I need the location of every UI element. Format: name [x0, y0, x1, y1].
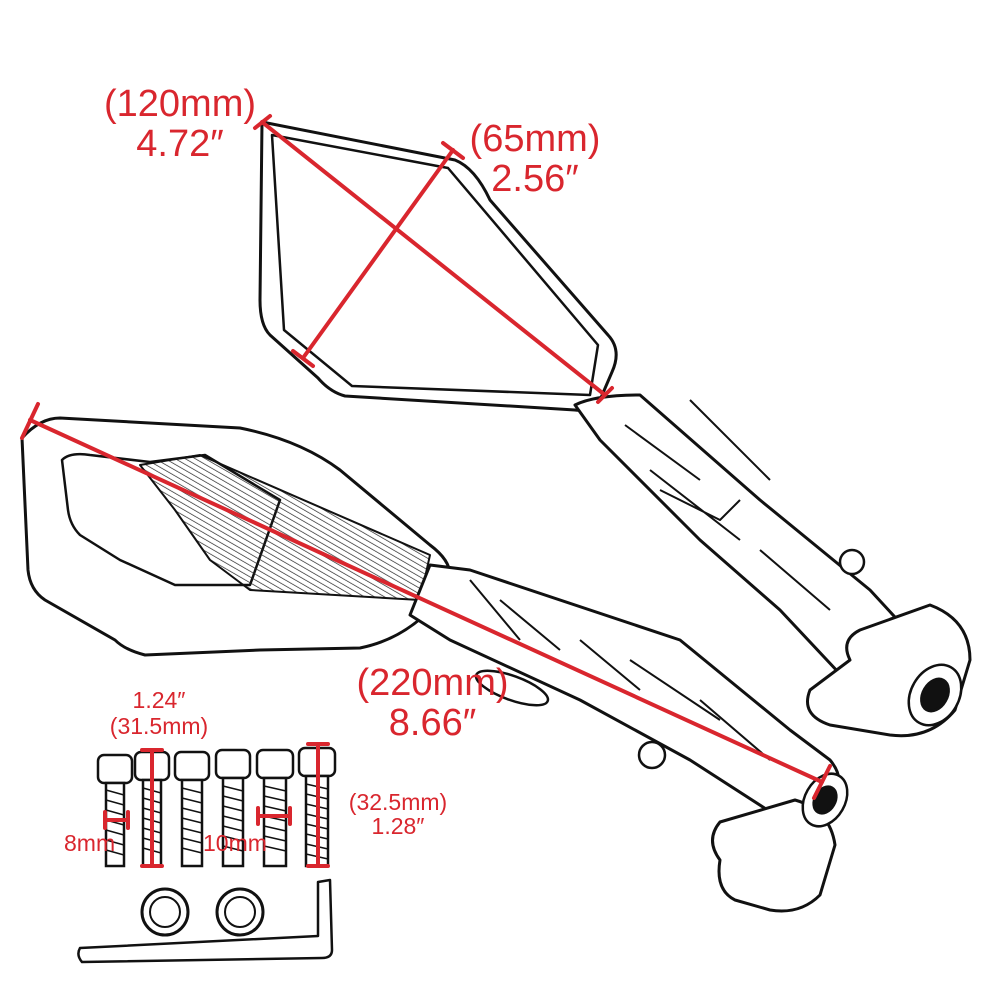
mirror-width-label: (120mm) 4.72″ — [95, 85, 265, 163]
lower-mirror-ribbed-panel — [139, 454, 431, 601]
upper-mirror-arm-detail — [624, 399, 831, 611]
bolt-diameter-a-label: 8mm — [64, 830, 116, 856]
bolt-diameter-b-label: 10mm — [203, 830, 267, 856]
bolt-length-a-imperial: 1.24″ — [132, 687, 186, 713]
washer — [215, 887, 265, 937]
upper-mirror-glass — [270, 133, 600, 397]
dimension-lines — [20, 114, 832, 868]
mirror-height-metric: (65mm) — [469, 118, 601, 160]
dim-line-total-length — [28, 418, 824, 784]
mirror-height-imperial: 2.56″ — [491, 158, 579, 200]
dim-line-mirror-width — [260, 120, 607, 397]
mirror-height-label: (65mm) 2.56″ — [460, 120, 610, 198]
mirror-width-metric: (120mm) — [103, 83, 257, 125]
dim-line-mirror-height — [301, 148, 455, 360]
bolt-length-a-metric: (31.5mm) — [109, 713, 209, 739]
upper-mirror — [258, 120, 972, 738]
washers — [140, 887, 265, 937]
total-length-label: (220mm) 8.66″ — [345, 664, 520, 742]
lower-mirror-clamp — [711, 798, 837, 913]
lower-mirror-arm-detail — [469, 579, 771, 761]
washer — [140, 887, 190, 937]
bolt — [255, 748, 295, 868]
total-length-imperial: 8.66″ — [388, 702, 477, 744]
lower-mirror-screw — [637, 740, 667, 770]
bolt-length-b-label: (32.5mm) 1.28″ — [332, 791, 464, 838]
total-length-metric: (220mm) — [356, 662, 509, 704]
mirror-width-imperial: 4.72″ — [136, 123, 224, 165]
bolt — [173, 750, 211, 868]
hex-key — [77, 878, 334, 964]
upper-mirror-screw — [838, 548, 866, 576]
bolt — [214, 748, 252, 868]
lower-mirror-slot — [474, 669, 550, 707]
bolt-set — [96, 746, 337, 868]
bolt-length-b-imperial: 1.28″ — [371, 813, 425, 839]
bolt-length-b-metric: (32.5mm) — [348, 789, 448, 815]
bolt-length-a-label: 1.24″ (31.5mm) — [92, 689, 226, 738]
lower-mirror — [20, 416, 849, 913]
bolt — [96, 753, 134, 868]
